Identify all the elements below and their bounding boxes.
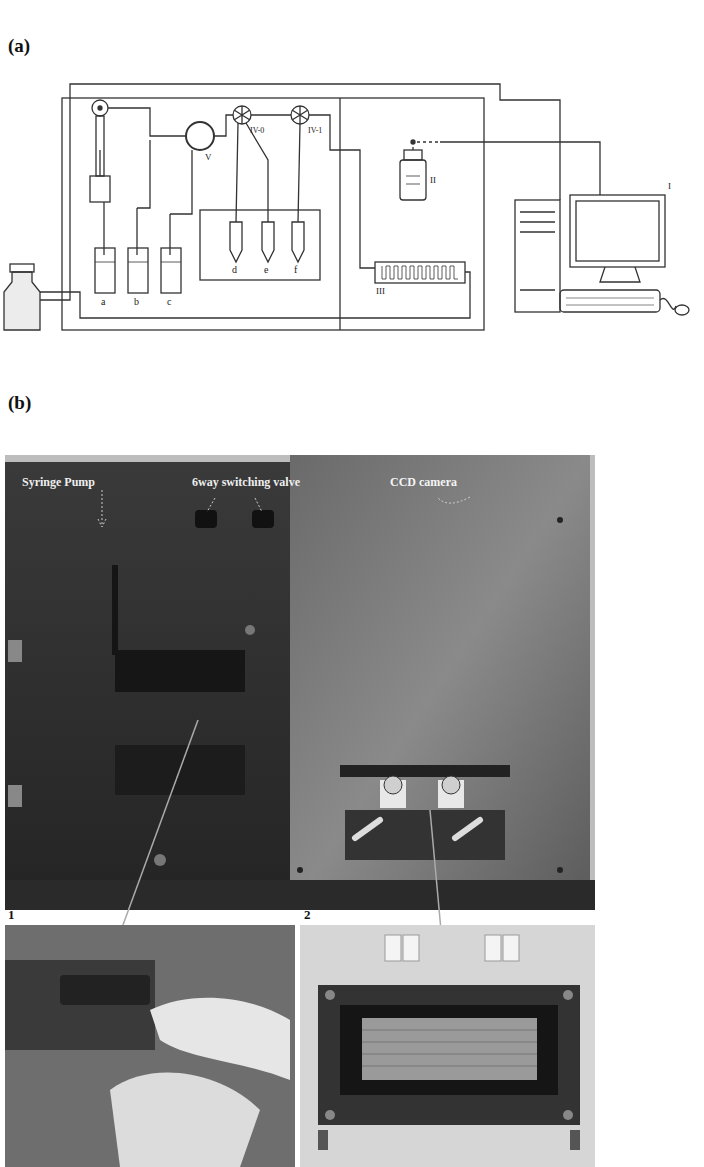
part-number: I	[668, 182, 671, 192]
instrument-photo	[5, 455, 595, 990]
panel-label: (b)	[8, 393, 31, 414]
inset-photo	[5, 925, 295, 1167]
part-number: c	[167, 296, 171, 307]
part-number: f	[294, 264, 297, 275]
inset-number: 2	[304, 908, 311, 922]
inset-photo	[300, 925, 595, 1167]
part-number: V	[205, 153, 212, 163]
photo-callout: 6way switching valve	[192, 476, 300, 489]
part-number: a	[101, 296, 105, 307]
part-number: III	[376, 287, 385, 297]
part-number: IV-1	[308, 127, 322, 136]
part-number: b	[134, 296, 139, 307]
part-number: d	[232, 264, 237, 275]
part-number: e	[264, 264, 268, 275]
part-number: IV-0	[250, 127, 264, 136]
inset-number: 1	[8, 908, 15, 922]
schematic	[4, 84, 689, 330]
photo-callout: Syringe Pump	[22, 476, 95, 489]
part-number: II	[430, 176, 436, 186]
photo-callout: CCD camera	[390, 476, 457, 489]
panel-label: (a)	[8, 36, 30, 57]
